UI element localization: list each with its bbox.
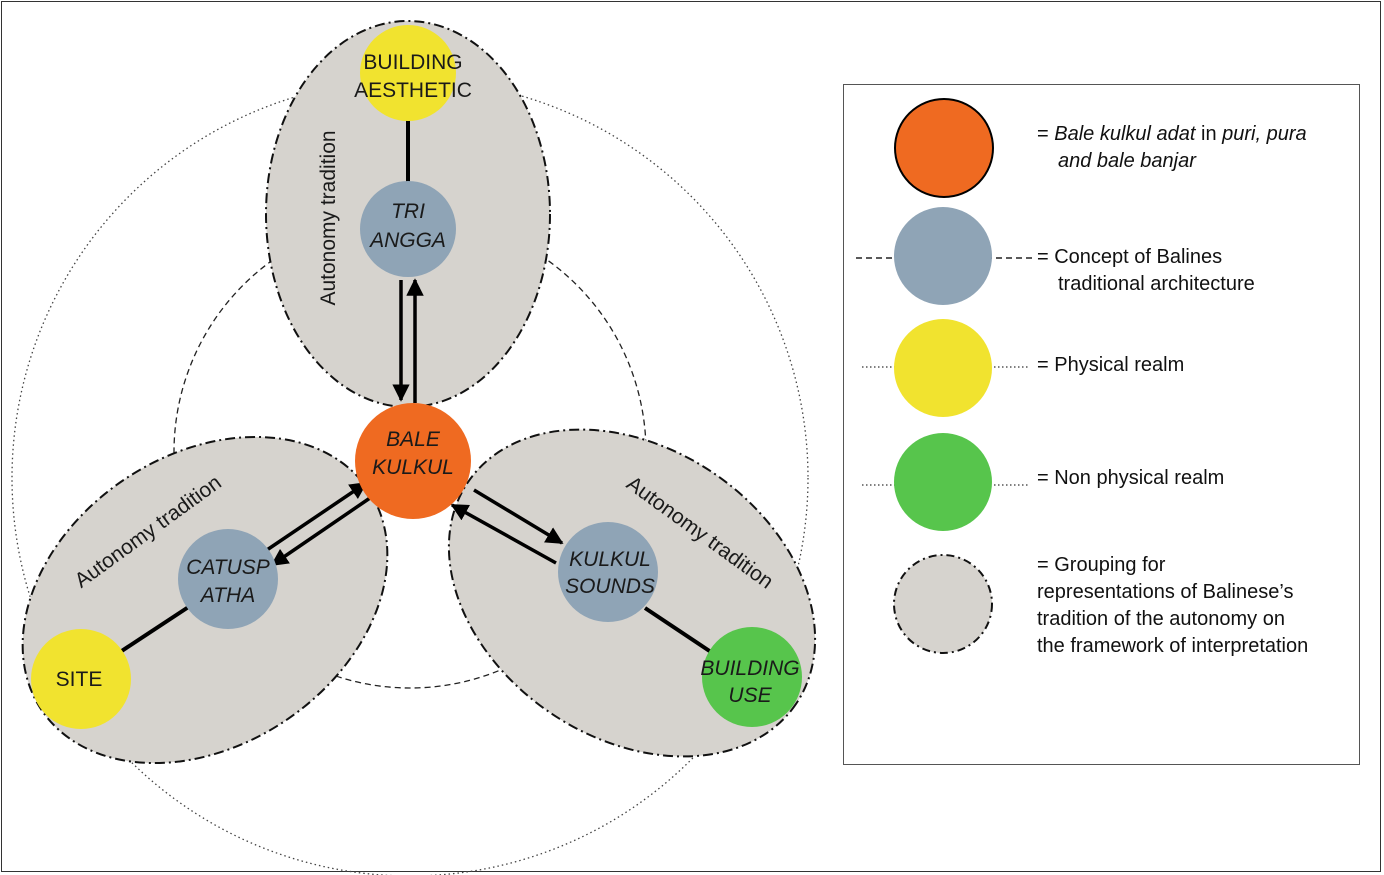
legend-item-3-line-1: = Physical realm xyxy=(1037,354,1185,376)
legend-box: = Bale kulkul adat in puri, pura and bal… xyxy=(843,84,1360,765)
legend-symbols xyxy=(856,98,1034,654)
catuspatha-label-1: CATUSP xyxy=(186,556,270,579)
green-circle-icon xyxy=(894,433,992,531)
catuspatha-node xyxy=(178,529,278,629)
grey-circle-icon xyxy=(893,554,993,654)
top-group-label: Autonomy tradition xyxy=(317,130,340,305)
legend-item-1-line-2: and bale banjar xyxy=(1058,150,1196,172)
building-aesthetic-node xyxy=(360,25,456,121)
outer-physical-circle xyxy=(11,79,809,875)
bale-kulkul-label-2: KULKUL xyxy=(372,456,454,479)
tri-angga-label-2: ANGGA xyxy=(368,229,446,252)
building-use-node xyxy=(702,627,802,727)
bale-kulkul-label-1: BALE xyxy=(386,428,441,451)
blue-circle-icon xyxy=(894,207,992,305)
kulkul-sounds-label-2: SOUNDS xyxy=(565,575,655,598)
site-node xyxy=(31,629,131,729)
legend-item-5-line-4: the framework of interpretation xyxy=(1037,635,1309,657)
catuspatha-label-2: ATHA xyxy=(199,584,255,607)
legend-item-5-line-2: representations of Balinese’s xyxy=(1037,581,1294,603)
arrow-right-in xyxy=(450,503,557,565)
bale-kulkul-node xyxy=(355,403,471,519)
arrow-left-out xyxy=(270,496,371,567)
kulkul-sounds-node xyxy=(558,522,658,622)
building-use-label-2: USE xyxy=(728,684,772,707)
legend-item-1-line-1: = Bale kulkul adat in puri, pura xyxy=(1037,123,1307,145)
tri-angga-label-1: TRI xyxy=(391,200,425,223)
orange-circle-icon xyxy=(894,98,994,198)
framework-diagram: BUILDING AESTHETIC TRI ANGGA BALE KULKUL… xyxy=(11,20,817,875)
building-aesthetic-label-1: BUILDING xyxy=(363,51,462,74)
building-aesthetic-label-2: AESTHETIC xyxy=(354,79,472,102)
site-label: SITE xyxy=(56,668,103,691)
legend-item-4-line-1: = Non physical realm xyxy=(1037,467,1225,489)
legend-item-5-line-3: tradition of the autonomy on xyxy=(1037,608,1285,630)
building-use-label-1: BUILDING xyxy=(700,657,799,680)
right-realm-connector xyxy=(643,606,722,660)
yellow-circle-icon xyxy=(894,319,992,417)
legend-item-2-line-2: traditional architecture xyxy=(1058,273,1255,295)
kulkul-sounds-label-1: KULKUL xyxy=(569,548,651,571)
tri-angga-node xyxy=(360,181,456,277)
legend-item-5-line-1: = Grouping for xyxy=(1037,554,1166,576)
arrow-right-out xyxy=(473,488,564,545)
legend-item-2-line-1: = Concept of Balines xyxy=(1037,246,1223,268)
arrow-left-in xyxy=(257,481,368,558)
